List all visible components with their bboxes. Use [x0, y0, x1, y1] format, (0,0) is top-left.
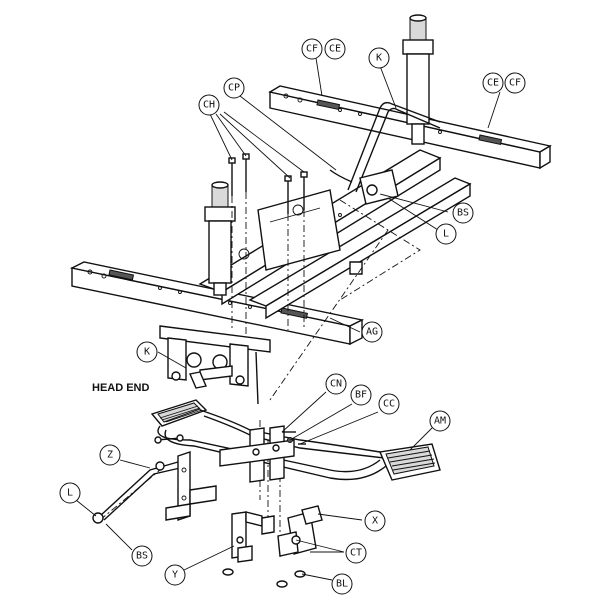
callout-bubble-ch: CH	[198, 94, 220, 116]
nuts-and-washers	[222, 568, 306, 588]
svg-text:CF: CF	[306, 44, 318, 55]
svg-text:BF: BF	[355, 390, 367, 401]
svg-text:Y: Y	[172, 570, 178, 581]
svg-text:X: X	[372, 516, 378, 527]
callout-bubble-ag: AG	[361, 321, 383, 343]
callout-bubble-ce-right: CE	[482, 72, 504, 94]
mount-bracket	[165, 451, 217, 521]
callout-bubble-l-upper: L	[435, 223, 457, 245]
bracket-x	[277, 505, 323, 557]
svg-text:AM: AM	[434, 416, 446, 427]
callout-bubble-bs-lower: BS	[131, 545, 153, 567]
svg-text:Z: Z	[107, 450, 113, 461]
svg-text:K: K	[144, 347, 150, 358]
callout-bubble-y: Y	[164, 564, 186, 586]
callout-bubble-ce-top-left: CE	[324, 38, 346, 60]
svg-text:CF: CF	[509, 78, 521, 89]
callout-bubble-bs-upper: BS	[452, 202, 474, 224]
callout-bubble-am: AM	[429, 410, 451, 432]
bracket-y	[231, 511, 275, 563]
pivot-bracket-assembly	[159, 325, 271, 405]
callout-bubble-x: X	[364, 510, 386, 532]
callout-bubble-z: Z	[99, 444, 121, 466]
svg-text:BS: BS	[136, 551, 148, 562]
svg-text:K: K	[376, 53, 382, 64]
svg-text:CP: CP	[228, 83, 240, 94]
pedal-assembly	[150, 399, 441, 483]
svg-text:L: L	[443, 229, 449, 240]
pin-cp	[329, 169, 353, 183]
svg-text:CE: CE	[329, 44, 341, 55]
svg-text:AG: AG	[366, 327, 378, 338]
svg-text:CT: CT	[350, 548, 362, 559]
callout-bubble-ct: CT	[345, 542, 367, 564]
frame-assembly	[69, 85, 552, 346]
linkage-rod-z	[92, 434, 184, 524]
svg-text:CE: CE	[487, 78, 499, 89]
svg-text:BL: BL	[336, 579, 348, 590]
callout-bubble-l-lower: L	[59, 482, 81, 504]
lift-handle	[347, 101, 441, 205]
cylinder-left	[204, 181, 236, 296]
callout-bubble-cf-top-left: CF	[301, 38, 323, 60]
cylinder-right	[402, 14, 434, 145]
svg-text:L: L	[67, 488, 73, 499]
svg-text:CH: CH	[203, 100, 215, 111]
callout-bubble-cp: CP	[223, 77, 245, 99]
callout-bubble-cf-right: CF	[504, 72, 526, 94]
callout-bubble-k-top: K	[368, 47, 390, 69]
head-end-label: HEAD END	[92, 382, 150, 394]
callout-bubble-cc: CC	[378, 393, 400, 415]
svg-text:CN: CN	[330, 379, 342, 390]
callout-bubble-bf: BF	[350, 384, 372, 406]
svg-text:BS: BS	[457, 208, 469, 219]
callout-bubble-cn: CN	[325, 373, 347, 395]
callout-bubble-k-left: K	[136, 341, 158, 363]
callout-bubble-bl: BL	[331, 573, 353, 595]
svg-text:CC: CC	[383, 399, 395, 410]
callout-leaders	[75, 57, 501, 581]
